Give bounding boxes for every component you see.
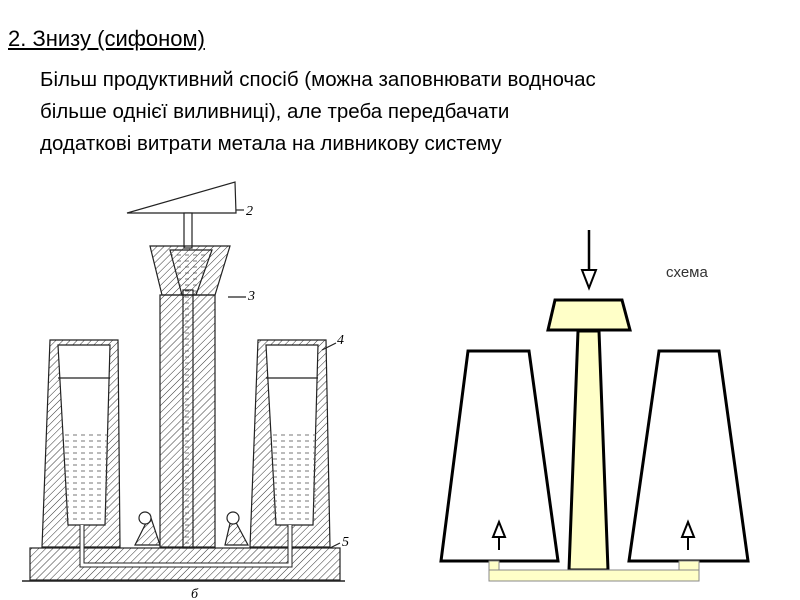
arrow-up-icon [680,519,696,538]
label-2: 2 [246,204,253,219]
siphon-casting-drawing [22,181,345,582]
arrow-up-icon [491,519,507,538]
pouring-cup [546,298,632,332]
right-mold-outline [627,349,750,563]
left-mold-outline [439,349,560,563]
label-sub-b: б [191,587,199,600]
right-gate [678,560,700,571]
label-4: 4 [337,333,344,348]
label-5: 5 [342,535,349,550]
body-line: Більш продуктивний спосіб (можна заповню… [40,68,596,91]
label-3: 3 [247,289,255,304]
body-line: більше однієї виливниці), але треба пере… [40,100,510,123]
arrow-head-icon [580,269,598,291]
left-gate [488,560,500,571]
pour-stream [183,212,193,249]
runner [488,569,700,582]
slide-title: 2. Знизу (сифоном) [8,26,205,51]
sprue [567,329,610,572]
scheme-label: схема [666,264,708,281]
siphon-scheme [439,230,750,582]
body-line: додаткові витрати метала на ливникову си… [40,132,502,155]
slide-body: Більш продуктивний спосіб (можна заповню… [40,64,596,160]
ladle-lip [126,181,237,214]
